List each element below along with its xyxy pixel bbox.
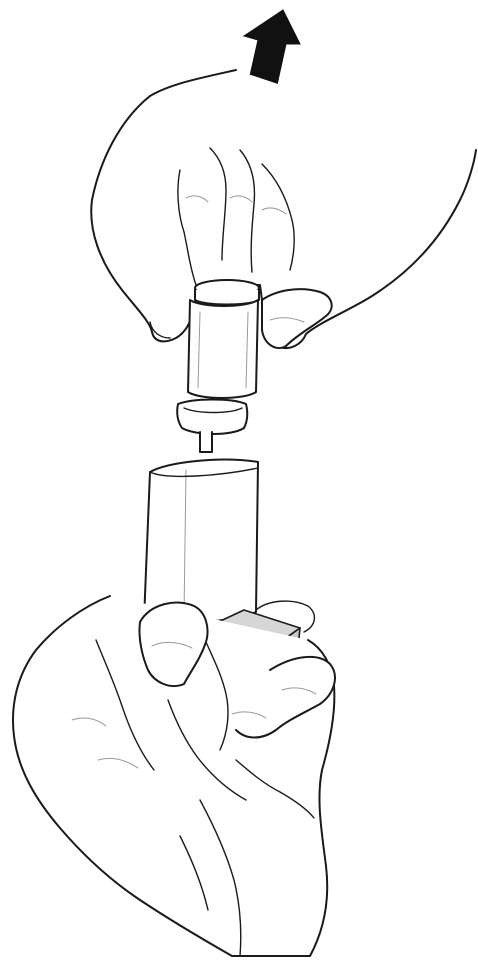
inhaler-actuator-icon — [144, 460, 258, 623]
upper-hand-icon — [91, 70, 476, 348]
canister-icon — [177, 280, 259, 452]
lower-hand-icon — [13, 596, 335, 956]
